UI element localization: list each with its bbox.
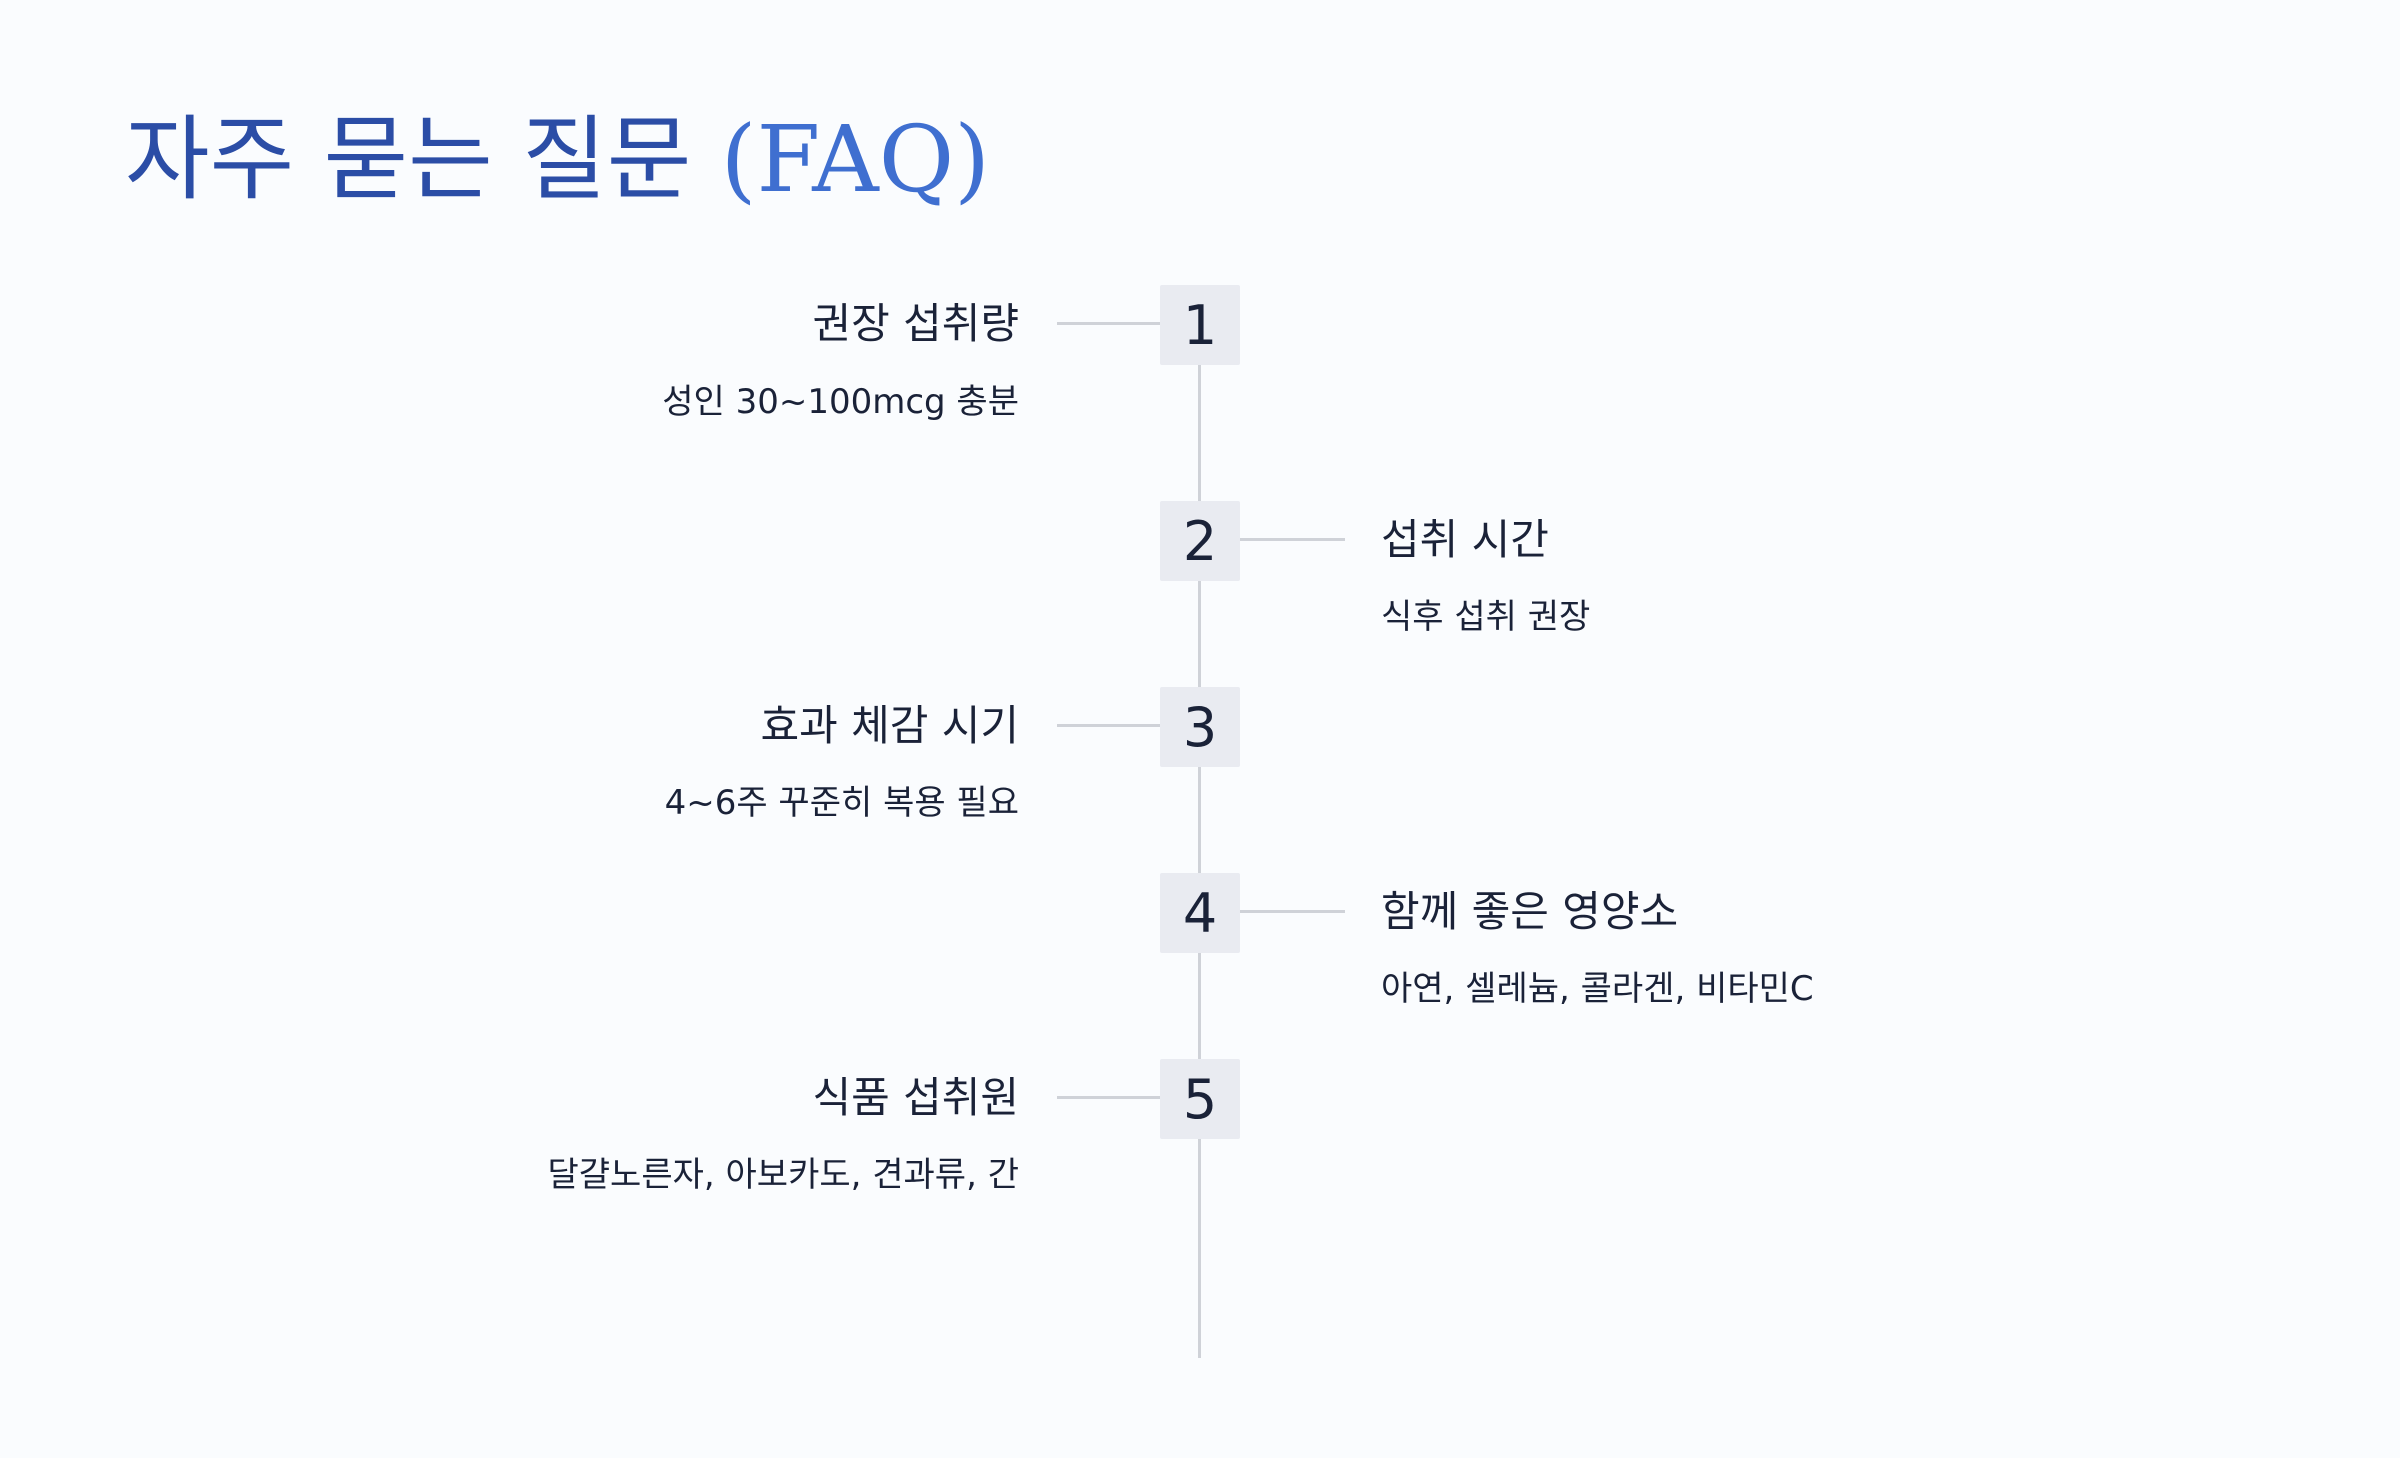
page-title-main: 자주 묻는 질문 (125, 106, 721, 213)
step-number-3: 3 (1160, 687, 1240, 767)
step-number-2: 2 (1160, 501, 1240, 581)
faq-description-5: 달걀노른자, 아보카도, 견과류, 간 (547, 1155, 1020, 1195)
faq-description-3: 4~6주 꾸준히 복용 필요 (664, 783, 1019, 823)
step-number-4: 4 (1160, 873, 1240, 953)
connector-5 (1057, 1096, 1162, 1099)
faq-description-2: 식후 섭취 권장 (1381, 597, 1591, 637)
faq-title-5: 식품 섭취원 (812, 1073, 1019, 1122)
connector-3 (1057, 724, 1162, 727)
faq-description-4: 아연, 셀레늄, 콜라겐, 비타민C (1381, 969, 1814, 1009)
timeline-line (1198, 322, 1201, 1358)
page-title-accent: (FAQ) (720, 106, 991, 213)
faq-title-1: 권장 섭취량 (812, 299, 1019, 348)
faq-title-4: 함께 좋은 영양소 (1381, 887, 1679, 936)
connector-2 (1240, 538, 1345, 541)
faq-description-1: 성인 30~100mcg 충분 (662, 382, 1019, 422)
connector-1 (1057, 322, 1162, 325)
step-number-1: 1 (1160, 285, 1240, 365)
faq-title-2: 섭취 시간 (1381, 515, 1549, 564)
step-number-5: 5 (1160, 1059, 1240, 1139)
connector-4 (1240, 910, 1345, 913)
faq-title-3: 효과 체감 시기 (760, 701, 1019, 750)
page-title: 자주 묻는 질문 (FAQ) (125, 100, 990, 220)
